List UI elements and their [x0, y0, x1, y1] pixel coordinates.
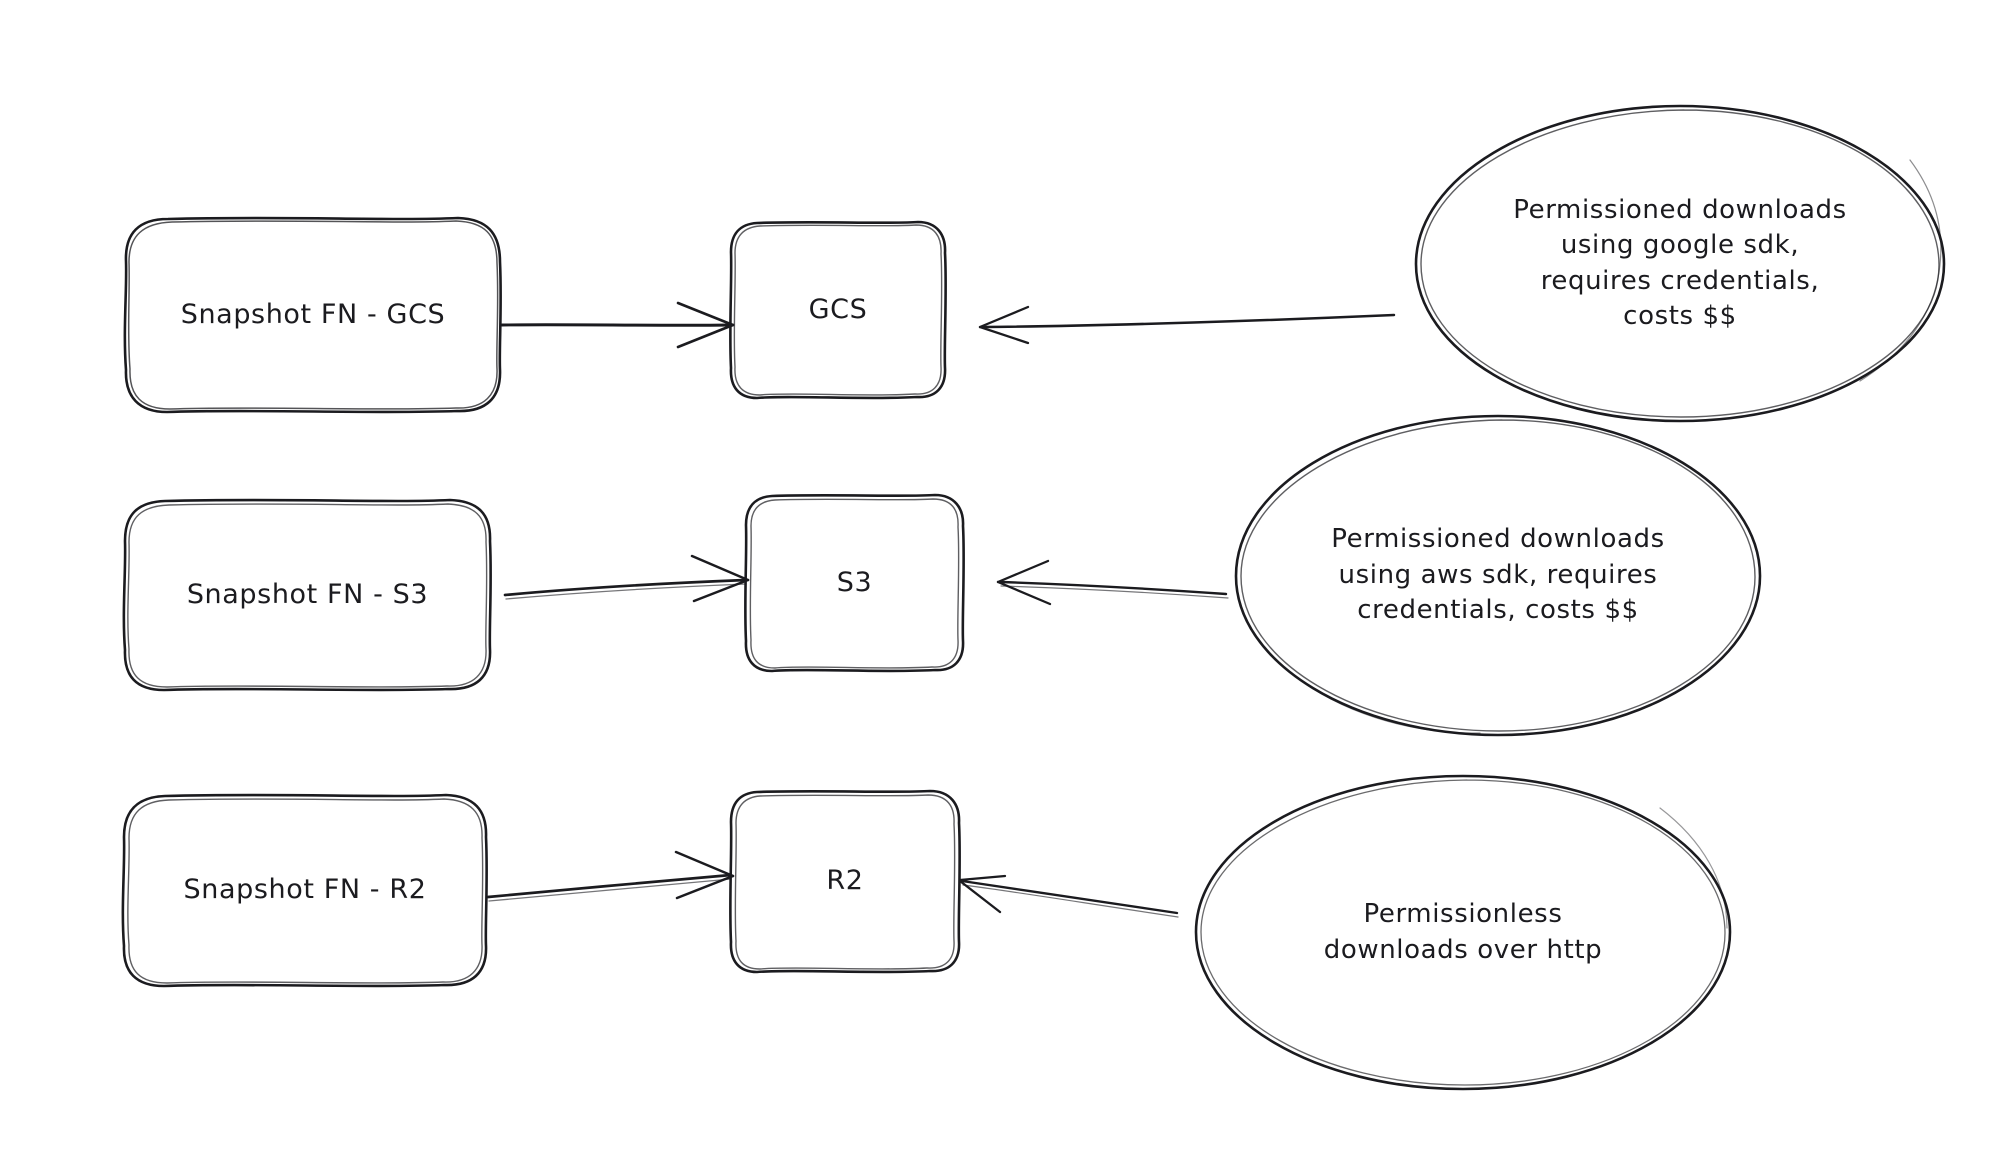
arrow-gcs-source-to-store — [500, 301, 735, 349]
arrow-r2-source-to-store — [486, 850, 735, 902]
arrow-s3-note-to-store — [996, 559, 1229, 606]
node-gcs-shape[interactable] — [728, 220, 948, 400]
node-snapshot-fn-gcs-shape[interactable] — [123, 216, 503, 414]
node-r2-shape[interactable] — [728, 789, 962, 974]
arrow-r2-note-to-store — [958, 874, 1179, 918]
node-snapshot-fn-s3-shape[interactable] — [122, 498, 493, 692]
note-s3-shape[interactable] — [1234, 414, 1762, 737]
node-s3-shape[interactable] — [743, 493, 966, 673]
note-gcs-shape[interactable] — [1414, 104, 1946, 423]
note-r2-shape[interactable] — [1194, 774, 1732, 1091]
arrow-gcs-note-to-store — [978, 305, 1396, 345]
arrow-s3-source-to-store — [503, 554, 750, 603]
node-snapshot-fn-r2-shape[interactable] — [121, 793, 489, 988]
